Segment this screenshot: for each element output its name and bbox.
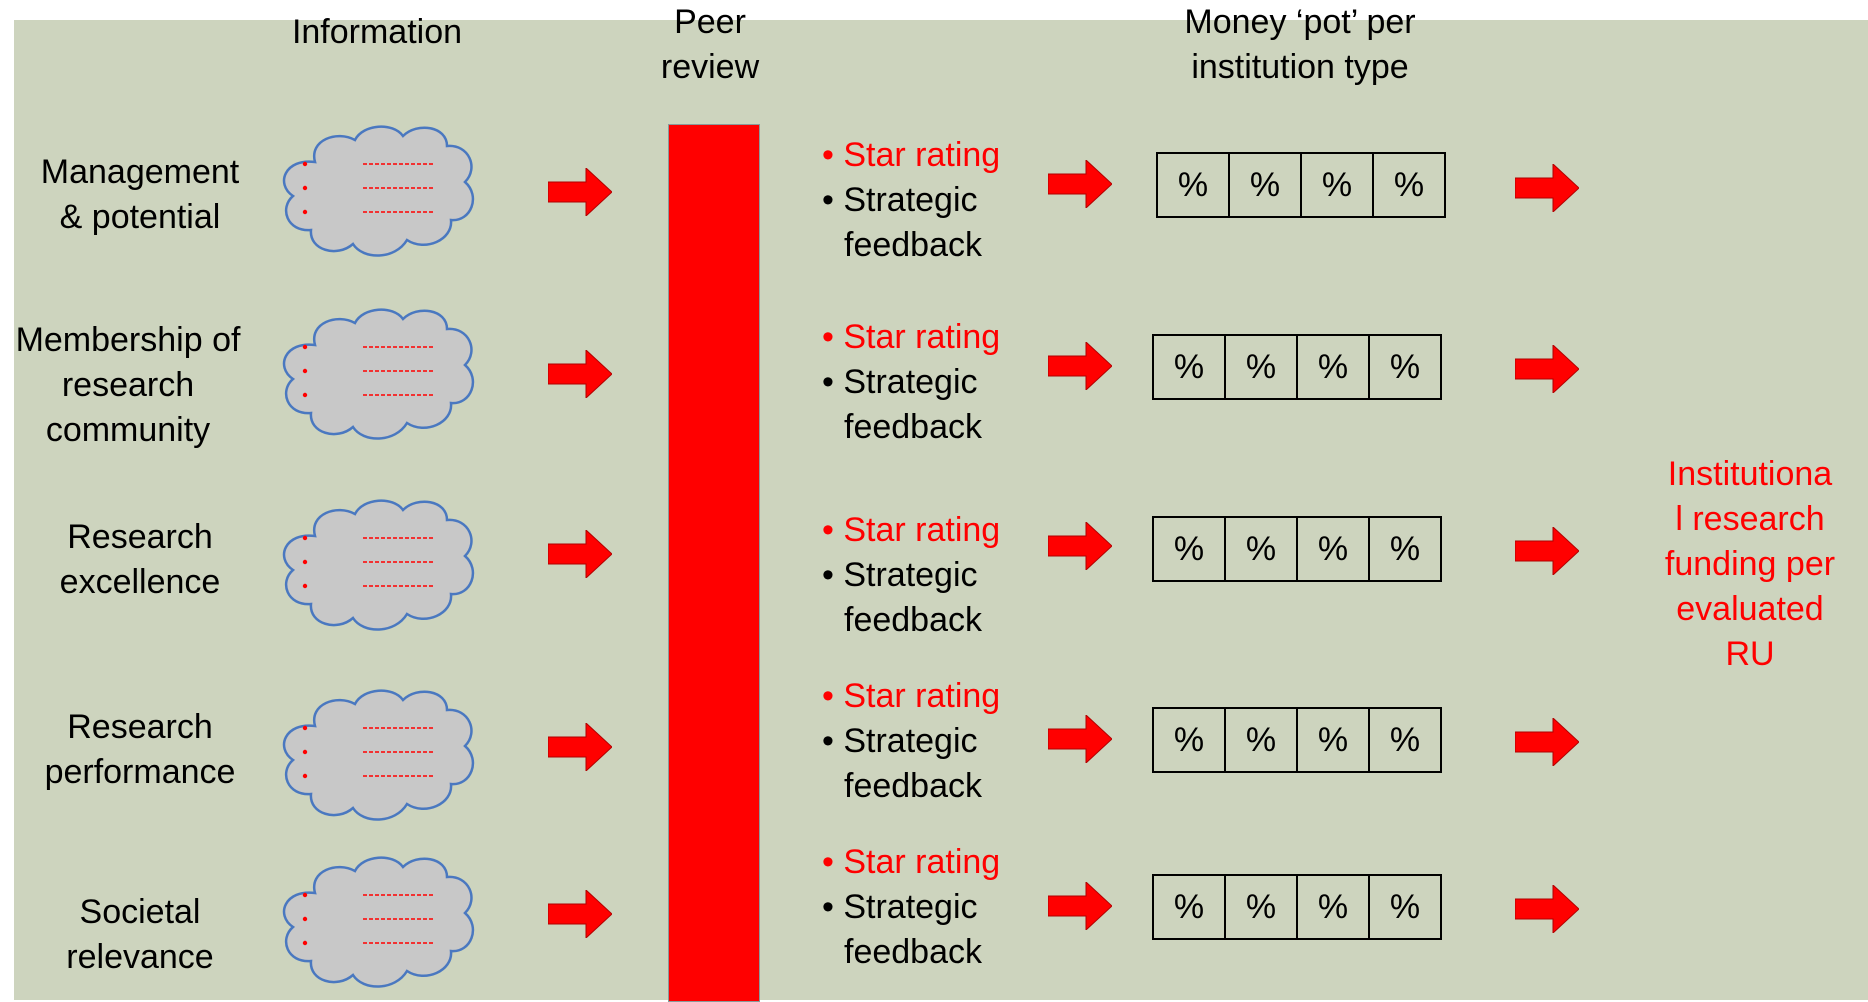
percent-cell: % [1296,874,1370,940]
percent-cell: % [1152,874,1226,940]
right-arrow-icon [1514,525,1580,577]
table-row: %%%% [1156,152,1446,218]
percent-cell: % [1296,516,1370,582]
thought-cloud-icon [275,122,480,262]
criterion-label: Membership of research community [15,321,241,449]
percent-cell: % [1224,707,1298,773]
rating-feedback-list: • Star rating • Strategic feedback [822,508,1000,643]
strategic-feedback-continuation: feedback [844,767,982,805]
percent-cell: % [1368,874,1442,940]
rating-feedback-list: • Star rating • Strategic feedback [822,840,1000,975]
strategic-feedback-item: • Strategic [822,556,978,594]
percent-cell: % [1300,152,1374,218]
right-arrow-icon [1047,158,1113,210]
percent-cell: % [1368,516,1442,582]
right-arrow-icon [1514,162,1580,214]
percent-cell: % [1368,334,1442,400]
right-arrow-icon [547,721,613,773]
header-information: Information [291,13,463,51]
thought-cloud-icon [275,853,480,993]
star-rating-item: • Star rating [822,136,1001,174]
header-peer-review: Peer review [660,3,760,86]
percent-cell: % [1368,707,1442,773]
criterion-label: Research performance [44,708,236,791]
money-pot-table: %%%% [1152,874,1442,940]
right-arrow-icon [1047,880,1113,932]
table-row: %%%% [1152,516,1442,582]
table-row: %%%% [1152,874,1442,940]
strategic-feedback-item: • Strategic [822,722,978,760]
star-rating-item: • Star rating [822,511,1001,549]
percent-cell: % [1152,516,1226,582]
thought-cloud-icon [275,686,480,826]
strategic-feedback-continuation: feedback [844,408,982,446]
percent-cell: % [1152,334,1226,400]
percent-cell: % [1224,334,1298,400]
thought-cloud-icon [275,496,480,636]
right-arrow-icon [547,348,613,400]
right-arrow-icon [1047,520,1113,572]
strategic-feedback-continuation: feedback [844,933,982,971]
right-arrow-icon [547,888,613,940]
percent-cell: % [1228,152,1302,218]
money-pot-table: %%%% [1152,707,1442,773]
right-arrow-icon [1047,713,1113,765]
criterion-label: Management & potential [40,153,240,236]
header-money-pot: Money ‘pot’ per institution type [1184,3,1416,86]
strategic-feedback-item: • Strategic [822,181,978,219]
percent-cell: % [1156,152,1230,218]
rating-feedback-list: • Star rating • Strategic feedback [822,315,1000,450]
right-arrow-icon [547,528,613,580]
criterion-label: Research excellence [59,518,221,601]
strategic-feedback-continuation: feedback [844,226,982,264]
percent-cell: % [1372,152,1446,218]
percent-cell: % [1224,516,1298,582]
output-label: Institutiona l research funding per eval… [1664,455,1836,673]
percent-cell: % [1296,707,1370,773]
star-rating-item: • Star rating [822,677,1001,715]
table-row: %%%% [1152,707,1442,773]
table-row: %%%% [1152,334,1442,400]
criterion-label: Societal relevance [66,893,214,976]
money-pot-table: %%%% [1156,152,1446,218]
star-rating-item: • Star rating [822,843,1001,881]
right-arrow-icon [1514,343,1580,395]
right-arrow-icon [1514,883,1580,935]
percent-cell: % [1152,707,1226,773]
rating-feedback-list: • Star rating • Strategic feedback [822,674,1000,809]
right-arrow-icon [1047,340,1113,392]
star-rating-item: • Star rating [822,318,1001,356]
strategic-feedback-item: • Strategic [822,363,978,401]
money-pot-table: %%%% [1152,516,1442,582]
strategic-feedback-item: • Strategic [822,888,978,926]
money-pot-table: %%%% [1152,334,1442,400]
percent-cell: % [1296,334,1370,400]
right-arrow-icon [547,166,613,218]
peer-review-bar [668,124,760,1002]
rating-feedback-list: • Star rating • Strategic feedback [822,133,1000,268]
percent-cell: % [1224,874,1298,940]
right-arrow-icon [1514,716,1580,768]
strategic-feedback-continuation: feedback [844,601,982,639]
thought-cloud-icon [275,305,480,445]
